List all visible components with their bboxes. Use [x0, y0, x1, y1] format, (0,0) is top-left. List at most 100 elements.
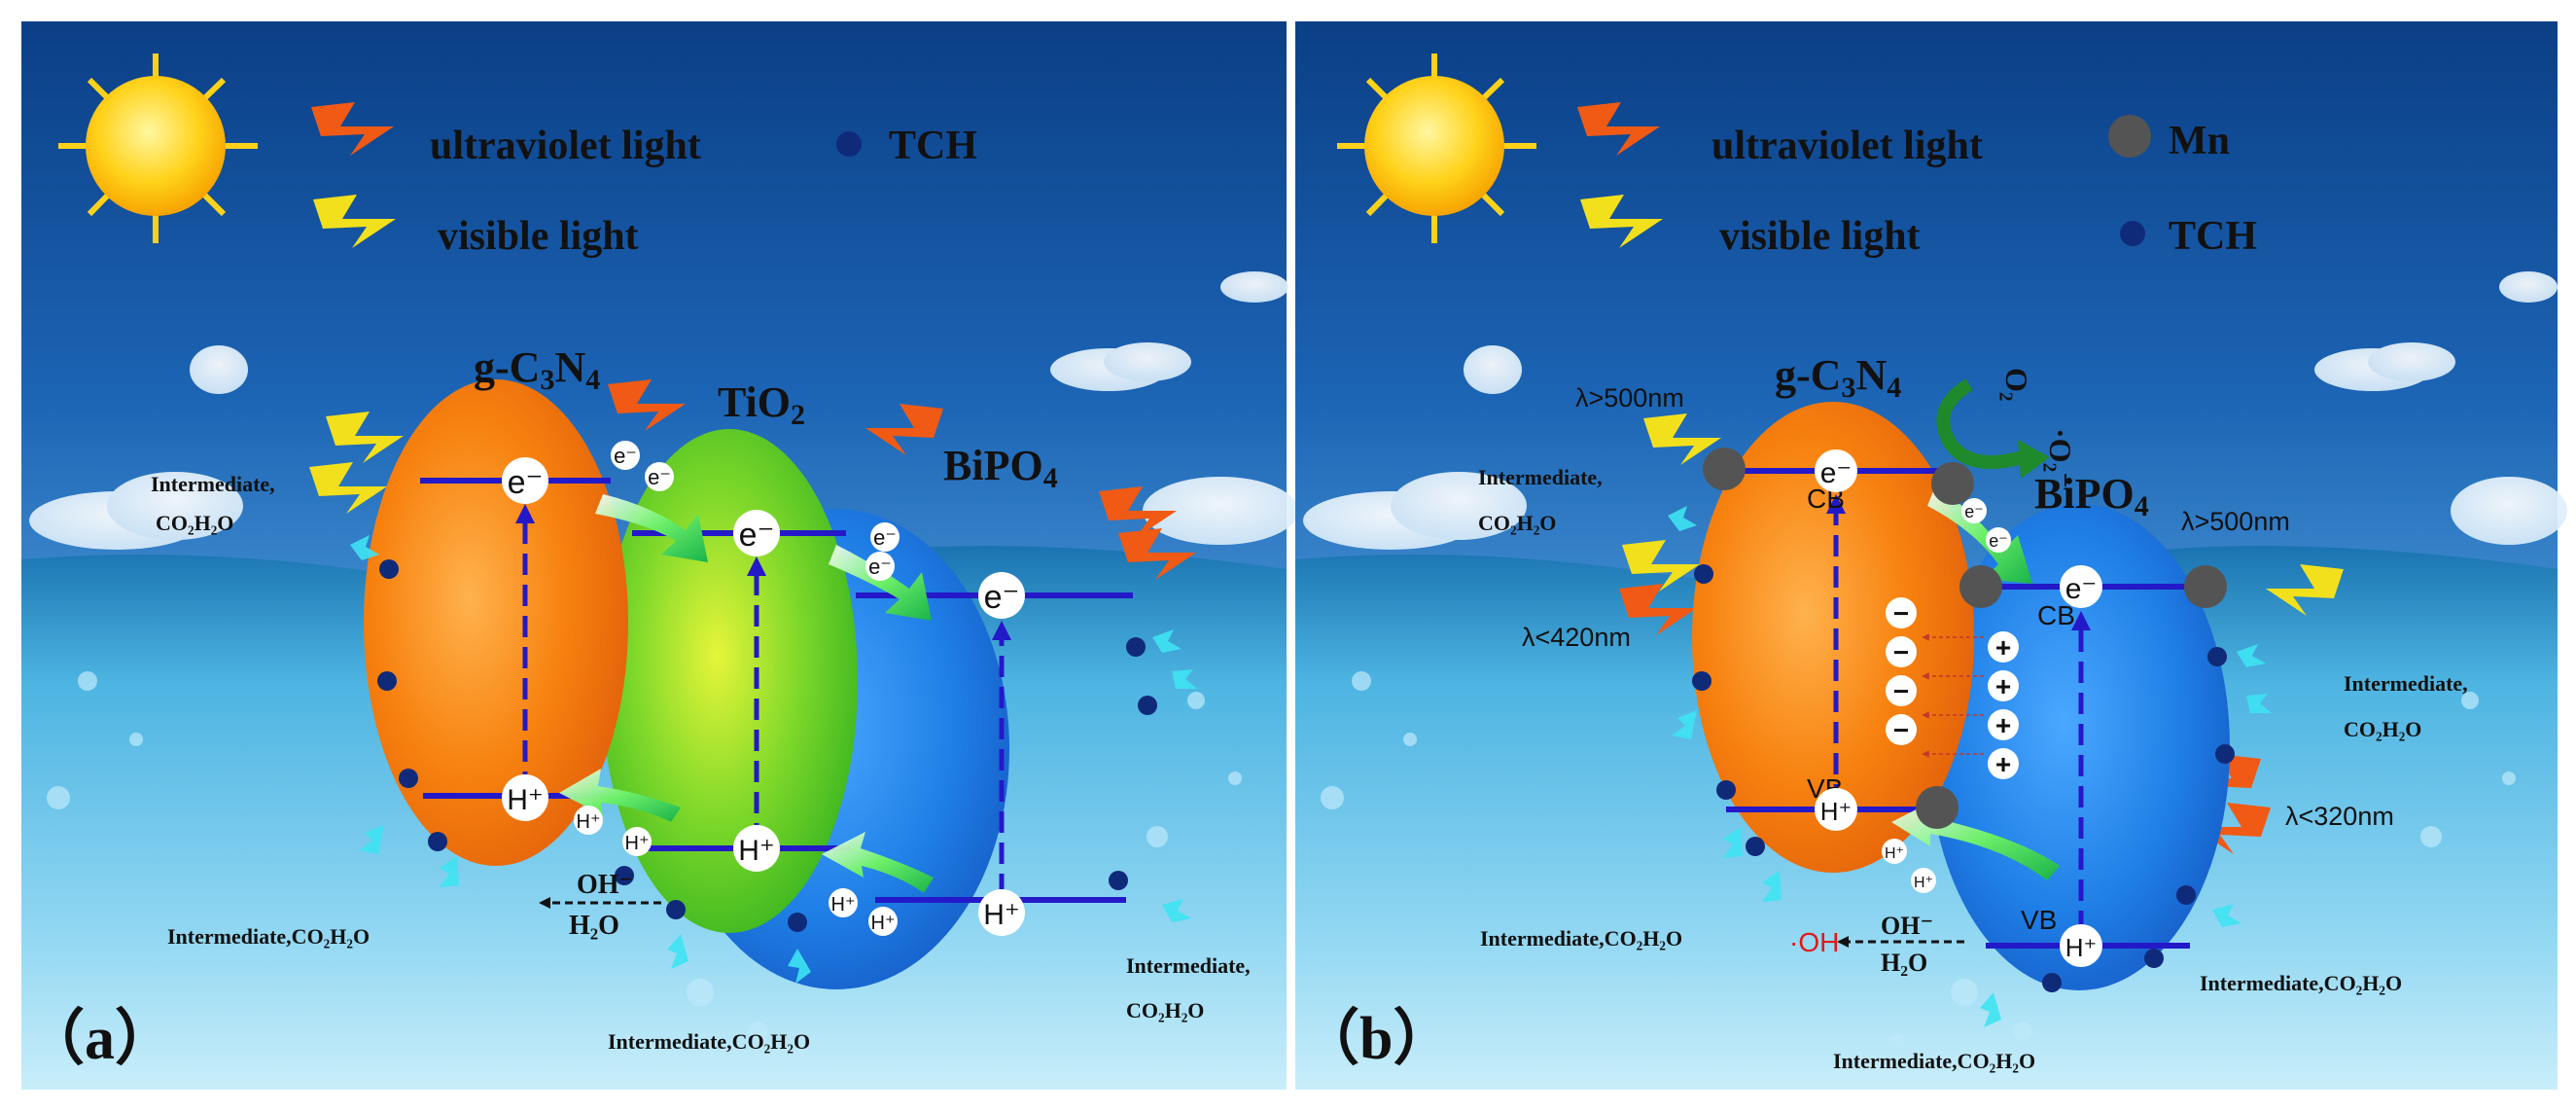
panel-b-wavelength-bipo4-top: λ>500nm	[2181, 507, 2290, 536]
panel-a-product-top-left-2: CO₂H₂O	[156, 511, 233, 535]
panel-a-uv-bolt-2	[865, 404, 943, 455]
panel-a-electron-small: e⁻	[865, 552, 895, 581]
panel-b-plus-charge: +	[1988, 709, 2019, 740]
panel-a-tio2-label: TiO2	[718, 378, 805, 431]
panel-b-o2-arrowhead	[2018, 440, 2050, 479]
panel-b-minus-charge: −	[1886, 636, 1917, 667]
panel-b-plus-charge: +	[1988, 631, 2019, 663]
panel-a-hole-small: H⁺	[829, 888, 858, 917]
panel-b-product-bottom-center: Intermediate,CO₂H₂O	[1833, 1049, 2035, 1073]
panel-b-product-right-top-1: Intermediate,	[2344, 671, 2468, 696]
panel-a-product-right-2: CO₂H₂O	[1126, 998, 1204, 1022]
svg-text:H⁺: H⁺	[1914, 875, 1933, 891]
panel-b-electron: e⁻	[1815, 449, 1857, 492]
panel-a-oh-minus: OH⁻	[577, 870, 633, 900]
svg-text:−: −	[1893, 637, 1909, 667]
panel-b-hole: H⁺	[2060, 924, 2102, 967]
panel-a-legend-vis: visible light	[438, 214, 639, 259]
panel-b-bubbles	[1321, 671, 2516, 1049]
svg-text:+: +	[1995, 710, 2011, 740]
panel-b-gcn-label: g-C3N4	[1775, 351, 1901, 404]
panel-b-vis-bolt-1	[1643, 413, 1721, 465]
panel-b-vb-bipo4: VB	[2021, 905, 2057, 935]
panel-a-degradation-arrows	[350, 535, 1197, 984]
panel-a-tio2-particle	[601, 429, 858, 933]
panel-a-h2o: H₂O	[569, 911, 619, 941]
svg-text:H⁺: H⁺	[983, 899, 1020, 931]
panel-b-plus-charge: +	[1988, 748, 2019, 779]
svg-text:H⁺: H⁺	[871, 913, 896, 934]
panel-b-carriers: e⁻ e⁻ e⁻ e⁻ H⁺ H⁺ H⁺ H⁺	[1815, 449, 2102, 967]
panel-b-product-bottom-left: Intermediate,CO₂H₂O	[1480, 926, 1682, 951]
panel-a-hole-small: H⁺	[868, 907, 898, 936]
panel-a-label: （a）	[24, 1004, 175, 1072]
panel-b-legend-tch: TCH	[2169, 214, 2257, 259]
panel-a-electron-small: e⁻	[870, 522, 900, 552]
svg-text:−: −	[1893, 715, 1909, 745]
panel-b-uv-bolt-3	[2193, 803, 2271, 854]
panel-b-hole-small: H⁺	[1911, 868, 1936, 893]
svg-text:e⁻: e⁻	[614, 444, 637, 468]
svg-text:+: +	[1995, 632, 2011, 663]
panel-a-electron: e⁻	[978, 572, 1025, 619]
svg-text:H⁺: H⁺	[831, 894, 856, 915]
panel-b-vis-bolt-3	[2266, 564, 2344, 616]
panel-b-uv-bolt-icon	[1577, 102, 1660, 156]
panel-a-legend-tch-dot	[836, 131, 862, 157]
svg-text:H⁺: H⁺	[507, 784, 544, 816]
panel-a-hole: H⁺	[733, 825, 780, 872]
panel-b-legend-vis: visible light	[1719, 214, 1921, 259]
panel-b-vis-bolt-icon	[1580, 195, 1663, 248]
svg-text:H⁺: H⁺	[625, 833, 650, 854]
panel-b-o2-arrow	[1936, 378, 2025, 469]
panel-b-field-arrows	[1922, 633, 1984, 758]
panel-b-minus-charge: −	[1886, 714, 1917, 745]
panel-a-product-right-1: Intermediate,	[1126, 953, 1251, 978]
panel-b-electron: e⁻	[2060, 565, 2102, 608]
svg-text:e⁻: e⁻	[984, 579, 1020, 616]
panel-b-oh-radical: ·OH	[1789, 927, 1839, 957]
panel-b-cb-bipo4: CB	[2037, 600, 2075, 630]
panel-a-sun-icon	[58, 54, 258, 243]
panel-b: ultraviolet light Mn visible light TCH g…	[1295, 21, 2567, 1090]
panel-b-gcn-particle	[1692, 402, 1974, 873]
panel-b-product-right-bottom: Intermediate,CO₂H₂O	[2200, 971, 2402, 995]
panel-b-hole: H⁺	[1815, 788, 1857, 831]
panel-a-gcn-label: g-C3N4	[474, 343, 600, 396]
panel-a-bipo4-label: BiPO4	[943, 442, 1058, 494]
svg-text:e⁻: e⁻	[2065, 573, 2098, 605]
svg-text:e⁻: e⁻	[1820, 457, 1853, 489]
svg-text:+: +	[1995, 749, 2011, 779]
svg-text:e⁻: e⁻	[868, 555, 892, 579]
svg-text:e⁻: e⁻	[873, 525, 897, 550]
svg-text:+: +	[1995, 671, 2011, 701]
panel-b-o2: O₂	[1999, 368, 2034, 401]
panel-a: ultraviolet light TCH visible light g-C3…	[21, 21, 1298, 1090]
panel-b-label: （b）	[1299, 1004, 1453, 1072]
panel-a-vis-bolt-2	[309, 462, 387, 514]
panel-a-legend-tch: TCH	[889, 124, 977, 168]
panel-b-minus-charge: −	[1886, 597, 1917, 628]
svg-text:e⁻: e⁻	[508, 464, 544, 501]
panel-b-charges: − − − − + + + +	[1886, 597, 2019, 779]
svg-text:e⁻: e⁻	[739, 517, 775, 554]
panel-b-legend-mn: Mn	[2169, 119, 2230, 163]
panel-a-uv-bolt-4	[1118, 528, 1196, 580]
svg-text:H⁺: H⁺	[1820, 797, 1853, 826]
panel-b-vis-bolt-2	[1622, 540, 1700, 592]
panel-b-tch-dots	[1692, 564, 2235, 992]
panel-b-wavelength-bipo4-mid: λ<320nm	[2285, 802, 2394, 831]
panel-b-electron-small: e⁻	[1961, 498, 1987, 523]
panel-b-minus-charge: −	[1886, 675, 1917, 706]
panel-a-excitation-arrows	[515, 504, 1011, 895]
panel-b-mn-dots	[1703, 448, 2227, 829]
svg-text:e⁻: e⁻	[1989, 531, 2008, 551]
panel-b-h2o: H₂O	[1881, 949, 1927, 977]
svg-text:H⁺: H⁺	[577, 811, 601, 833]
panel-b-legend-mn-dot	[2108, 115, 2151, 158]
panel-b-product-top-left-1: Intermediate,	[1478, 465, 1603, 489]
panel-b-wavelength-gcn-top: λ>500nm	[1575, 383, 1684, 413]
panel-a-gcn-particle	[364, 379, 628, 866]
svg-text:−: −	[1893, 598, 1909, 628]
panel-a-product-top-left-1: Intermediate,	[151, 472, 275, 496]
